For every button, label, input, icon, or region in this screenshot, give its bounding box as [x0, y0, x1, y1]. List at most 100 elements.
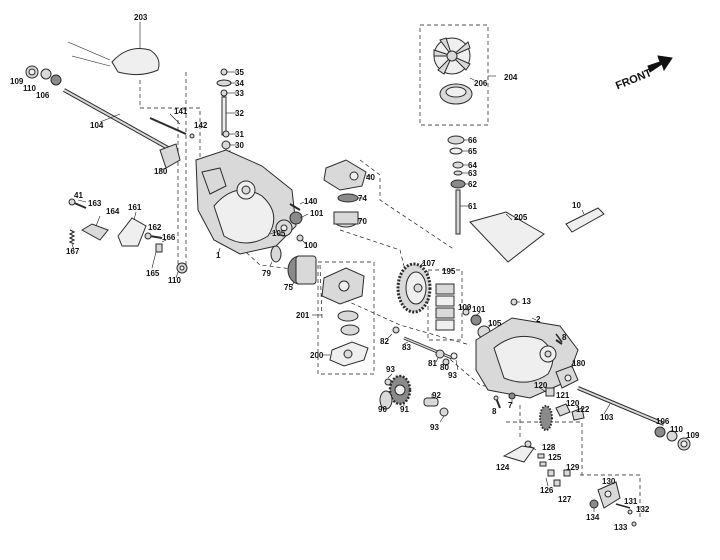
- part-number-label: 141: [174, 107, 188, 116]
- front-label: FRONT: [614, 67, 654, 92]
- part-number-label: 140: [304, 197, 318, 206]
- part-number-label: 1: [216, 251, 221, 260]
- part-number-label: 127: [558, 495, 572, 504]
- part-number-label: 93: [430, 423, 439, 432]
- part-number-label: 93: [448, 371, 457, 380]
- part-number-label: 132: [636, 505, 650, 514]
- part-number-label: 129: [566, 463, 580, 472]
- part-number-label: 110: [23, 84, 36, 93]
- part-number-label: 106: [36, 91, 50, 100]
- part-130-134-plate: [589, 481, 637, 527]
- part-number-label: 162: [148, 223, 162, 232]
- part-number-label: 110: [168, 276, 181, 285]
- part-number-label: 93: [386, 365, 395, 374]
- part-number-label: 101: [472, 305, 486, 314]
- dashed-guides: [139, 24, 641, 520]
- part-number-label: 91: [400, 405, 409, 414]
- part-number-label: 75: [284, 283, 293, 292]
- part-number-label: 100: [304, 241, 318, 250]
- part-number-label: 106: [656, 417, 670, 426]
- part-number-label: 65: [468, 147, 477, 156]
- part-stack-61-66: [447, 135, 468, 235]
- part-number-label: 101: [310, 209, 324, 218]
- part-number-label: 33: [235, 89, 244, 98]
- part-10-sealant-tube: [565, 207, 605, 233]
- part-82-83-shaft: [387, 326, 459, 371]
- part-number-label: 165: [146, 269, 160, 278]
- part-number-label: 110: [670, 425, 683, 434]
- part-number-label: 64: [468, 161, 477, 170]
- part-number-label: 31: [235, 130, 244, 139]
- part-number-label: 163: [88, 199, 102, 208]
- part-number-label: 90: [378, 405, 387, 414]
- part-number-label: 120: [566, 399, 580, 408]
- part-195-differential: [435, 283, 493, 339]
- part-number-label: 74: [358, 194, 367, 203]
- part-90-91-92-gear: [379, 373, 449, 423]
- part-number-label: 35: [235, 68, 244, 77]
- part-number-label: 133: [614, 523, 628, 532]
- part-number-label: 82: [380, 337, 389, 346]
- part-number-label: 13: [522, 297, 531, 306]
- part-205-bag: [469, 211, 545, 263]
- part-40-74-70: [323, 159, 372, 228]
- part-number-label: 180: [154, 167, 168, 176]
- part-180-bracket-left: [159, 143, 181, 171]
- part-number-label: 66: [468, 136, 477, 145]
- part-103-axle-shaft: [577, 386, 691, 451]
- part-number-label: 32: [235, 109, 244, 118]
- part-seals-left: [25, 65, 62, 86]
- part-107-ring-gear: [396, 261, 432, 314]
- part-number-label: 164: [106, 207, 120, 216]
- part-number-label: 41: [74, 191, 83, 200]
- part-number-label: 109: [10, 77, 24, 86]
- part-1-main-housing: [195, 149, 297, 256]
- part-number-label: 122: [576, 405, 590, 414]
- part-number-label: 134: [586, 513, 600, 522]
- part-number-label: 109: [686, 431, 700, 440]
- part-left-linkage: [68, 198, 188, 279]
- part-number-label: 105: [488, 319, 502, 328]
- part-number-label: 107: [422, 259, 436, 268]
- part-203-shroud: [67, 22, 160, 76]
- part-number-label: 62: [468, 180, 477, 189]
- part-number-label: 70: [358, 217, 367, 226]
- part-204-fan-pulley: [433, 37, 496, 105]
- part-number-label: 125: [548, 453, 562, 462]
- part-number-label: 92: [432, 391, 441, 400]
- part-number-label: 103: [600, 413, 614, 422]
- part-number-label: 200: [310, 351, 324, 360]
- part-number-label: 63: [468, 169, 477, 178]
- part-number-label: 30: [235, 141, 244, 150]
- group-box-201: [317, 261, 375, 375]
- part-gears-140-105: [269, 201, 309, 245]
- part-number-label: 124: [496, 463, 510, 472]
- part-number-label: 79: [262, 269, 271, 278]
- part-number-label: 8: [492, 407, 497, 416]
- part-number-label: 180: [572, 359, 586, 368]
- part-number-label: 81: [428, 359, 437, 368]
- part-number-label: 7: [508, 401, 513, 410]
- part-number-label: 167: [66, 247, 80, 256]
- part-number-label: 8: [562, 333, 567, 342]
- part-callouts: 2031091101061043534333231301411421802042…: [10, 13, 700, 532]
- part-number-label: 195: [442, 267, 456, 276]
- part-number-label: 161: [128, 203, 142, 212]
- part-number-label: 201: [296, 311, 310, 320]
- part-number-label: 104: [90, 121, 104, 130]
- part-180-120-right: [539, 364, 585, 431]
- part-number-label: 83: [402, 343, 411, 352]
- front-arrow-icon: [647, 55, 673, 73]
- part-number-label: 131: [624, 497, 638, 506]
- part-number-label: 121: [556, 391, 570, 400]
- part-number-label: 128: [542, 443, 556, 452]
- part-number-label: 130: [602, 477, 616, 486]
- part-7-8-bolts: [493, 333, 563, 409]
- part-number-label: 100: [458, 303, 472, 312]
- part-number-label: 40: [366, 173, 375, 182]
- part-124-129-linkage: [502, 440, 571, 487]
- part-number-label: 205: [514, 213, 528, 222]
- part-number-label: 34: [235, 79, 244, 88]
- part-number-label: 10: [572, 201, 581, 210]
